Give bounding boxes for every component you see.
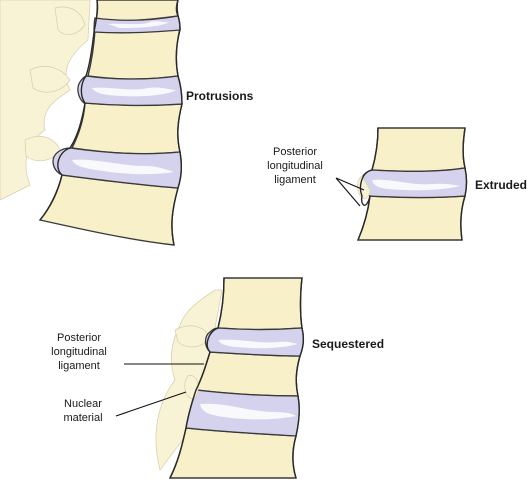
vertebral-body-6 (194, 351, 301, 397)
anterior-edge-2 (460, 127, 468, 241)
vertebral-body-3 (70, 102, 183, 155)
vertebral-body-5 (217, 277, 303, 331)
posterior-ligament-line-3 (169, 277, 225, 479)
sequestered-spine-illustration (155, 277, 305, 479)
posterior-ligament-label-1-line2: longitudinal (267, 160, 323, 172)
sequestered-fragment (184, 375, 199, 399)
posterior-elements-1 (0, 0, 91, 201)
posterior-ligament-label-2-line1: Posterior (57, 332, 101, 344)
facet-process-2 (29, 66, 71, 93)
posterior-ligament-label-2-line2: longitudinal (51, 346, 107, 358)
vertebral-body-upper-extruded (371, 127, 466, 173)
protrusions-spine-illustration (0, 0, 183, 246)
nuclear-material-label-line1: Nuclear (64, 398, 102, 410)
leader-ligament-1 (335, 177, 365, 207)
posterior-ligament-line-2 (357, 127, 379, 241)
posterior-ligament-line-1 (39, 0, 98, 221)
posterior-ligament-label-1-line3: ligament (274, 174, 316, 186)
vertebral-body-2 (87, 27, 181, 80)
sequestered-label: Sequestered (312, 337, 384, 351)
vertebral-body-lower-extruded (356, 195, 466, 241)
anterior-edge-1 (171, 0, 183, 246)
posterior-ligament-label-1-line1: Posterior (273, 146, 317, 158)
leader-nuclear (115, 391, 187, 417)
posterior-ligament-label-2-line3: ligament (58, 360, 100, 372)
anterior-edge-3 (292, 277, 305, 479)
nuclear-material-label-line2: material (63, 412, 102, 424)
extruded-label: Extruded (475, 178, 527, 192)
extruded-spine-illustration (356, 127, 468, 241)
protrusions-label: Protrusions (186, 89, 254, 103)
facet-process-1 (54, 6, 86, 35)
